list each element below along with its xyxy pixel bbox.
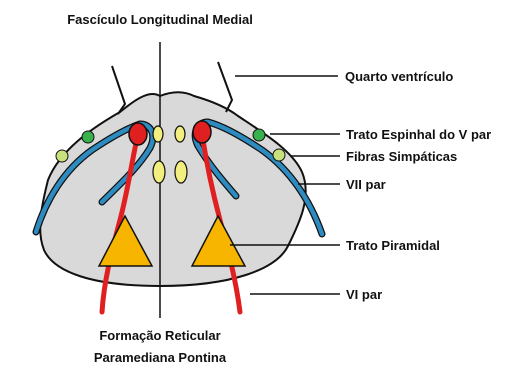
label-vi-par: VI par — [346, 287, 382, 302]
label-vii-par: VII par — [346, 177, 386, 192]
vi-nucleus-right — [193, 121, 211, 143]
label-trato-espinhal-v-par: Trato Espinhal do V par — [346, 127, 491, 142]
flm-oval-right — [175, 126, 185, 142]
vi-nucleus-left — [129, 123, 147, 145]
label-trato-piramidal: Trato Piramidal — [346, 238, 440, 253]
flm-oval-left — [153, 126, 163, 142]
pprf-oval-left — [153, 161, 165, 183]
label-fibras-simpaticas: Fibras Simpáticas — [346, 149, 457, 164]
trato-espinhal-dot-right — [253, 129, 265, 141]
trato-espinhal-dot-left — [82, 131, 94, 143]
label-paramediana-pontina: Paramediana Pontina — [94, 350, 227, 365]
pons-body — [40, 92, 306, 286]
fourth-ventricle-left-line — [112, 66, 125, 114]
pprf-oval-right — [175, 161, 187, 183]
fibras-simpaticas-dot-right — [273, 149, 285, 161]
label-fasciculo-longitudinal-medial: Fascículo Longitudinal Medial — [67, 12, 253, 27]
label-formacao-reticular: Formação Reticular — [99, 328, 220, 343]
label-quarto-ventriculo: Quarto ventrículo — [345, 69, 453, 84]
fibras-simpaticas-dot-left — [56, 150, 68, 162]
